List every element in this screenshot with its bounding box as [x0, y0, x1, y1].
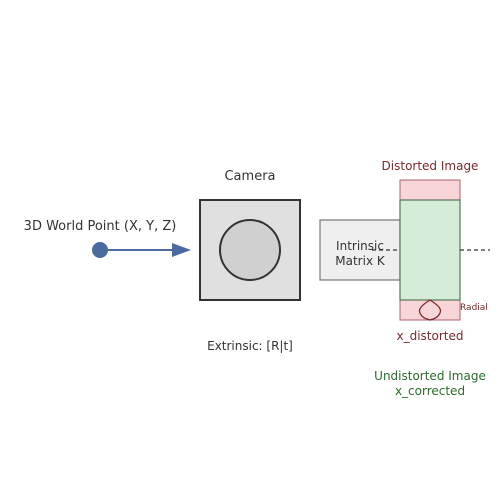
- camera-lens: [219, 219, 281, 281]
- x-corrected-label: x_corrected: [395, 384, 465, 398]
- world-point-label: 3D World Point (X, Y, Z): [24, 219, 177, 234]
- camera-label: Camera: [224, 169, 275, 184]
- x-distorted-label: x_distorted: [397, 329, 464, 343]
- radial-distortion-curve: [418, 299, 442, 321]
- radial-label: Radial: [460, 303, 488, 313]
- distorted-image-top-band: [399, 179, 461, 201]
- distorted-image-label: Distorted Image: [382, 159, 479, 173]
- distorted-image-bottom-band: [399, 299, 461, 321]
- intrinsic-label-line2: Matrix K: [335, 254, 386, 268]
- intrinsic-label-line1: Intrinsic: [336, 239, 384, 253]
- undistorted-image-box: [399, 199, 461, 301]
- world-point-dot: [92, 242, 108, 258]
- extrinsic-label: Extrinsic: [R|t]: [207, 339, 293, 353]
- undistorted-image-label: Undistorted Image: [374, 369, 486, 383]
- projection-arrow-head: [172, 243, 191, 257]
